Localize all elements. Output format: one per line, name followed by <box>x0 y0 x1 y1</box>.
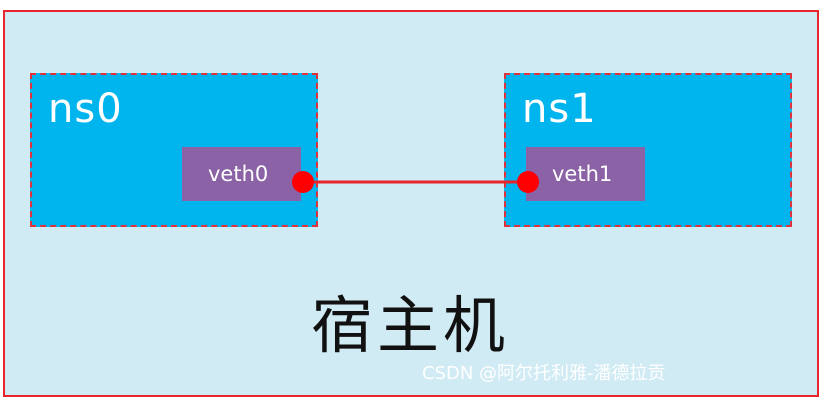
host-machine-label: 宿主机 <box>311 289 510 362</box>
interface-veth1: veth1 <box>526 147 645 201</box>
namespace-ns0-box: ns0 veth0 <box>30 73 318 227</box>
namespace-ns1-box: ns1 veth1 <box>504 73 792 227</box>
namespace-ns0-label: ns0 <box>48 86 123 132</box>
interface-veth0: veth0 <box>182 147 301 201</box>
namespace-ns1-label: ns1 <box>522 86 597 132</box>
watermark-text: CSDN @阿尔托利雅-潘德拉贡 <box>422 363 666 384</box>
